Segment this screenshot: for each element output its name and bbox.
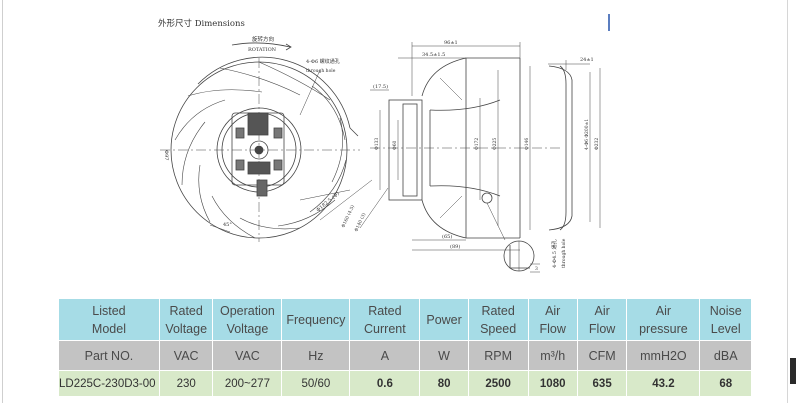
values-row: LD225C-230D3-00 230 200~277 50/60 0.6 80… — [58, 370, 752, 397]
detail-hole-cn: 4-Φ4.5 通孔 — [551, 239, 558, 268]
right-view — [548, 60, 601, 231]
dia-b-label: Φ225 — [492, 138, 498, 150]
right-dia-label: Φ232 — [594, 138, 600, 150]
value-air-flow-m3h: 1080 — [527, 370, 578, 397]
value-air-pressure: 43.2 — [626, 370, 701, 397]
unit-cell: A — [349, 340, 421, 371]
unit-cell: m³/h — [527, 340, 578, 371]
detail-hole-en: through hole — [561, 238, 567, 268]
rotation-label-cn: 旋转方向 — [252, 35, 274, 43]
value-rated-voltage: 230 — [158, 370, 214, 397]
value-rated-speed: 2500 — [467, 370, 529, 397]
top-offset-label: 34.5±1.5 — [422, 52, 445, 58]
dimension-drawing: 外形尺寸 Dimensions — [158, 18, 601, 273]
unit-cell: VAC — [212, 340, 283, 371]
hole-label-cn: 4-Φ6 螺纹通孔 — [306, 58, 340, 65]
value-frequency: 50/60 — [281, 370, 351, 397]
rotation-label-en: ROTATION — [248, 47, 277, 53]
unit-cell: W — [419, 340, 469, 371]
right-pcd-label: 4-Φ6 Φ200±1 — [584, 119, 590, 150]
left-dia-label: Φ97 — [163, 150, 169, 160]
right-depth-label: 24±1 — [580, 57, 594, 63]
value-operation-voltage: 200~277 — [212, 370, 283, 397]
value-part-number: LD225C-230D3-00 — [58, 370, 160, 397]
unit-cell: RPM — [467, 340, 529, 371]
unit-cell: Hz — [281, 340, 351, 371]
left-offset-label: (17.5) — [373, 83, 388, 90]
detail-dim-label: 3 — [535, 266, 538, 272]
value-power: 80 — [419, 370, 469, 397]
side-view — [370, 42, 560, 251]
text-cursor — [608, 14, 610, 31]
hole-label-en: through hole — [306, 68, 336, 74]
dia-c-label: Φ146 — [524, 138, 530, 150]
dia-a-label: Φ172 — [474, 138, 480, 150]
bottom-b-label: (89) — [450, 243, 460, 250]
value-noise-level: 68 — [699, 370, 752, 397]
top-depth-label: 96±1 — [444, 40, 458, 46]
unit-cell: VAC — [158, 340, 214, 371]
pcd-b-label: Φ140 (3) — [352, 211, 367, 232]
unit-cell: CFM — [576, 340, 628, 371]
edge-marker — [790, 358, 796, 384]
page-frame-right — [787, 0, 788, 403]
value-rated-current: 0.6 — [349, 370, 421, 397]
value-air-flow-cfm: 635 — [576, 370, 628, 397]
front-view — [160, 42, 389, 242]
hub-dia-label: Φ133 — [374, 138, 380, 150]
detail-view — [503, 240, 540, 273]
pcd-a-label: Φ160 (4.5) — [339, 204, 356, 229]
bolt-circle-label: Φ182.5 (Φ) — [315, 190, 341, 213]
drawing-title: 外形尺寸 Dimensions — [158, 18, 245, 29]
unit-cell: dBA — [699, 340, 752, 371]
units-row: Part NO. VAC VAC Hz A W RPM m³/h CFM mmH… — [58, 340, 752, 371]
header-frequency: Frequency — [281, 298, 351, 341]
header-power: Power — [419, 298, 469, 341]
bottom-a-label: (65) — [442, 233, 452, 240]
unit-cell: mmH2O — [626, 340, 701, 371]
page-frame-left — [2, 0, 3, 403]
motor-dia-label: Φ60 — [392, 140, 398, 150]
angle-label: 45° — [223, 222, 232, 228]
unit-cell: Part NO. — [58, 340, 160, 371]
